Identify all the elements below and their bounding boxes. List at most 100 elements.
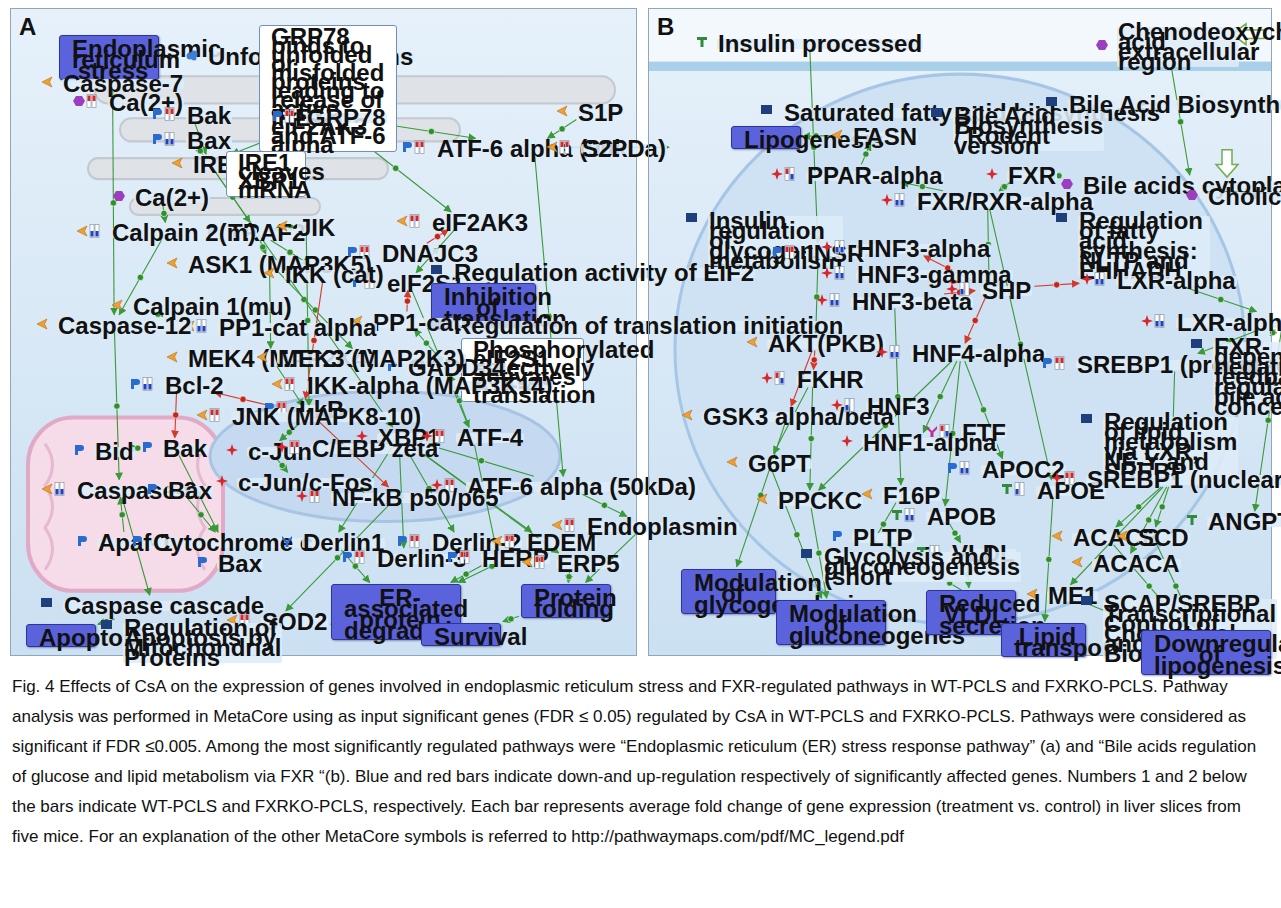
bar-frame <box>148 377 152 390</box>
mechanism-dot <box>952 530 958 536</box>
protein-icon <box>556 105 568 117</box>
bar-frame <box>87 95 91 108</box>
protein-icon <box>421 430 433 442</box>
bar-frame <box>450 479 454 492</box>
expression-bars <box>904 508 916 522</box>
up-bar <box>291 441 294 447</box>
protein-icon <box>891 509 903 521</box>
up-bar <box>296 441 299 447</box>
node-label: FXR/RXR-alpha <box>916 197 1094 207</box>
up-bar <box>466 551 469 557</box>
binding-protein-icon <box>833 531 842 541</box>
node-label: JNK (MAPK8-10) <box>231 412 422 422</box>
protein-icon <box>756 493 768 505</box>
mechanism-dot <box>811 144 817 150</box>
enzyme-icon <box>557 106 567 116</box>
bar-frame <box>1155 314 1159 327</box>
mechanism-dot <box>426 485 432 491</box>
activation-arrow <box>902 183 943 191</box>
node-label: HNF3-gamma <box>856 270 1013 280</box>
bar-frame <box>790 246 794 259</box>
up-bar <box>416 142 419 148</box>
node-label: Bax <box>167 486 213 496</box>
bar-frame <box>1160 314 1164 327</box>
mechanism-dot <box>816 550 822 556</box>
enzyme-icon <box>727 457 737 467</box>
node-label: LXR-alpha/RXR-alpha <box>1176 318 1281 328</box>
protein-icon <box>341 551 353 563</box>
binding-protein-icon <box>148 484 157 494</box>
pathway-icon <box>101 620 112 629</box>
gene-node: IKK (cat) <box>263 266 385 280</box>
activation-arrow <box>115 333 120 480</box>
mechanism-dot <box>161 210 167 216</box>
node-label: MEK3 (MAP2K3) <box>277 354 466 364</box>
up-bar <box>436 431 439 437</box>
ligand-icon <box>1002 484 1012 494</box>
bar-frame <box>1015 482 1019 495</box>
up-bar <box>211 410 214 416</box>
down-bar <box>896 352 899 358</box>
protein-icon <box>1061 178 1073 190</box>
bar-frame <box>420 141 424 154</box>
protein-icon <box>166 351 178 363</box>
bar-frame <box>143 377 147 390</box>
expression-bars <box>309 489 321 503</box>
protein-icon <box>946 462 958 474</box>
up-bar <box>1061 357 1064 363</box>
gene-node: MEK3 (MAP2K3) <box>256 350 466 364</box>
down-bar <box>203 326 206 332</box>
protein-icon <box>926 425 938 437</box>
enzyme-icon <box>397 216 407 226</box>
transcription-factor-icon <box>816 294 828 306</box>
enzyme-icon <box>77 226 87 236</box>
gene-node: eIF2AK3 <box>396 214 529 228</box>
bar-frame <box>560 141 564 154</box>
node-label: Regulation of Apoptosis by Mitochondrial… <box>123 623 282 663</box>
bar-frame <box>960 461 964 474</box>
protein-icon <box>946 283 958 295</box>
expression-bars <box>889 345 901 359</box>
enzyme-icon <box>112 300 122 310</box>
expression-bars <box>54 482 66 496</box>
node-label: Bax <box>217 559 263 569</box>
mechanism-dot <box>311 337 317 343</box>
protein-icon <box>401 141 413 153</box>
gene-node: Endoplasmin <box>551 518 739 532</box>
pathway-link: Regulation of fatty acid synthesis: NLTP… <box>1056 212 1210 282</box>
bar-frame <box>835 267 839 280</box>
enzyme-icon <box>272 379 282 389</box>
bar-frame <box>295 440 299 453</box>
gene-node: Calpain 2(m) <box>76 224 257 238</box>
node-label: B <box>657 13 674 41</box>
activation-arrow <box>895 309 901 485</box>
binding-protein-icon <box>948 463 957 473</box>
node-label: Caspase-7 <box>62 79 184 89</box>
node-label: Bak <box>186 111 232 121</box>
down-bar <box>1016 489 1019 495</box>
down-bar <box>961 289 964 295</box>
mechanism-dot <box>197 148 203 154</box>
bar-frame <box>840 241 844 254</box>
transcription-factor-icon <box>986 168 998 180</box>
protein-icon <box>876 346 888 358</box>
mechanism-dot <box>198 512 204 518</box>
node-label: JIK <box>297 223 336 233</box>
mechanism-dot <box>559 126 565 132</box>
down-bar <box>891 352 894 358</box>
pathway-text: Glycolysis and gluconeogenesis (short <box>815 548 915 588</box>
transcription-factor-icon <box>431 479 443 491</box>
bar-frame <box>1060 356 1064 369</box>
mechanism-dot <box>1046 556 1052 562</box>
gene-node: NF-kB p50/p65 <box>296 489 500 503</box>
mechanism-dot <box>1146 583 1152 589</box>
gene-node: c-Jun <box>226 443 313 457</box>
expression-bars <box>444 478 456 492</box>
mechanism-dot <box>1218 296 1224 302</box>
node-label: Cholic acid <box>1207 192 1281 202</box>
bar-frame <box>90 225 94 238</box>
gene-node: FASN <box>831 128 918 142</box>
pathway-text: Regulation of Apoptosis by Mitochondrial… <box>115 619 230 669</box>
bar-frame <box>360 246 364 259</box>
protein-icon <box>726 456 738 468</box>
